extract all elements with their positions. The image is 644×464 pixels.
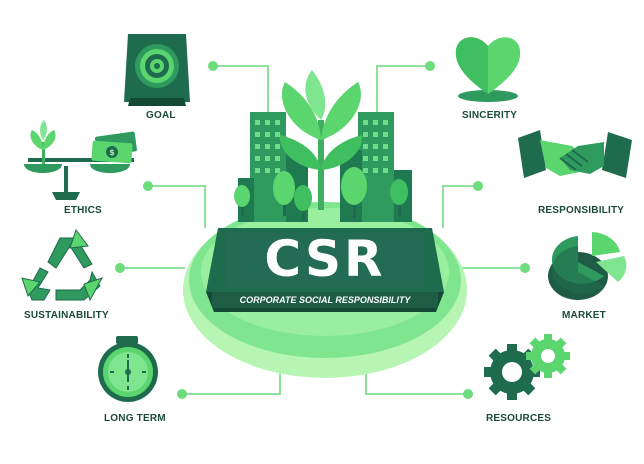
label-responsibility: RESPONSIBILITY (538, 205, 625, 216)
clock-icon (98, 336, 158, 402)
label-ethics: ETHICS (64, 205, 102, 216)
label-goal: GOAL (146, 110, 176, 121)
connector-dots (115, 61, 530, 399)
label-market: MARKET (562, 310, 606, 321)
heart-icon (455, 37, 521, 102)
recycle-icon (21, 228, 104, 302)
gears-icon (484, 334, 570, 400)
label-resources: RESOURCES (486, 413, 552, 424)
buildings-illustration (234, 70, 412, 222)
handshake-icon (518, 130, 632, 178)
csr-sign (206, 228, 444, 312)
csr-subtitle: CORPORATE SOCIAL RESPONSIBILITY (239, 295, 411, 305)
csr-title: CSR (264, 230, 386, 288)
target-icon (124, 34, 190, 106)
label-long-term: LONG TERM (104, 413, 166, 424)
label-sustainability: SUSTAINABILITY (24, 310, 109, 321)
label-sincerity: SINCERITY (462, 110, 518, 121)
pie-chart-icon (548, 232, 627, 300)
svg-text:$: $ (109, 148, 115, 157)
connector-lines (120, 65, 525, 395)
balance-scale-icon: $ (24, 120, 137, 200)
